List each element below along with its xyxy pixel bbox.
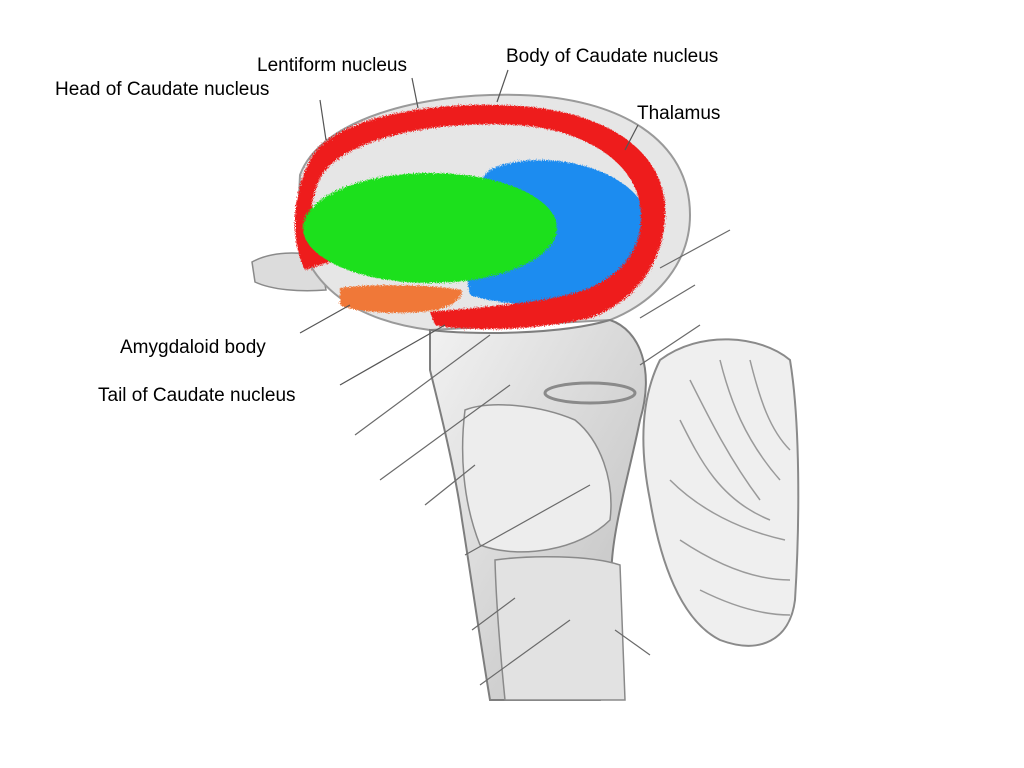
unlabeled-leader-lines <box>354 229 731 686</box>
label-lentiform-nucleus: Lentiform nucleus <box>257 55 407 76</box>
leader-tail-of-caudate <box>339 324 446 386</box>
leader-head-of-caudate <box>319 99 327 141</box>
amygdaloid-body-shape <box>340 285 462 313</box>
fiber-ring-shape <box>543 381 637 405</box>
label-amygdaloid-body: Amygdaloid body <box>120 337 266 358</box>
leader-body-of-caudate <box>496 69 509 103</box>
label-head-of-caudate: Head of Caudate nucleus <box>55 79 270 100</box>
cerebellum-shape <box>642 338 800 647</box>
label-thalamus: Thalamus <box>637 103 721 124</box>
label-leader-lines <box>299 69 639 386</box>
leader-thalamus <box>624 124 639 151</box>
cerebellum-folia <box>669 359 791 616</box>
label-tail-of-caudate: Tail of Caudate nucleus <box>98 385 296 406</box>
leader-amygdaloid-body <box>299 304 351 334</box>
label-body-of-caudate: Body of Caudate nucleus <box>506 46 719 67</box>
lentiform-nucleus-shape <box>303 173 557 283</box>
colored-structures <box>294 104 666 330</box>
pons-shape <box>461 404 612 553</box>
leader-lentiform-nucleus <box>411 77 419 109</box>
medulla-shape <box>494 555 626 701</box>
